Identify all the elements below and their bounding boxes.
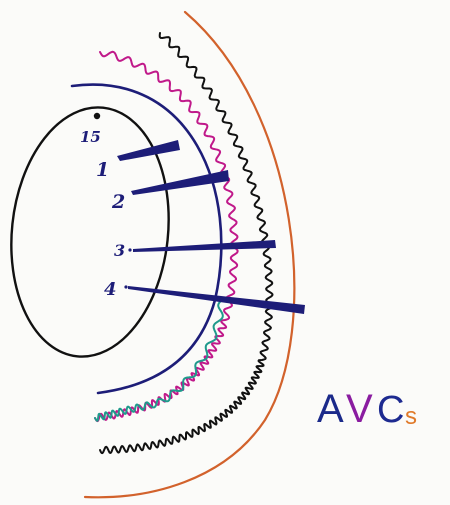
title-letter-c: C (377, 389, 404, 431)
outer-orange-arc (83, 10, 296, 499)
magenta-wavy-arc (94, 50, 239, 423)
title-letter-a: A (317, 387, 344, 431)
egg-outline (10, 106, 170, 358)
wedge-1 (117, 140, 180, 161)
wedge-2 (131, 170, 229, 195)
title-letter-v: V (346, 387, 373, 431)
dot-4 (124, 285, 128, 289)
title-letter-s: s (405, 403, 417, 430)
avcs-title: A V C s (317, 387, 417, 431)
black-wavy-arc (99, 32, 274, 455)
label-4: 4 (104, 279, 117, 300)
label-3: 3 (114, 241, 125, 260)
wedge-4 (128, 286, 305, 314)
pole-dot (93, 112, 101, 120)
dot-3 (128, 248, 132, 252)
label-2: 2 (111, 191, 125, 213)
label-15: 15 (80, 128, 101, 146)
wedge-3 (133, 240, 276, 252)
teal-wavy-segment (94, 299, 224, 422)
label-1: 1 (96, 159, 109, 181)
navy-arc (70, 83, 223, 395)
